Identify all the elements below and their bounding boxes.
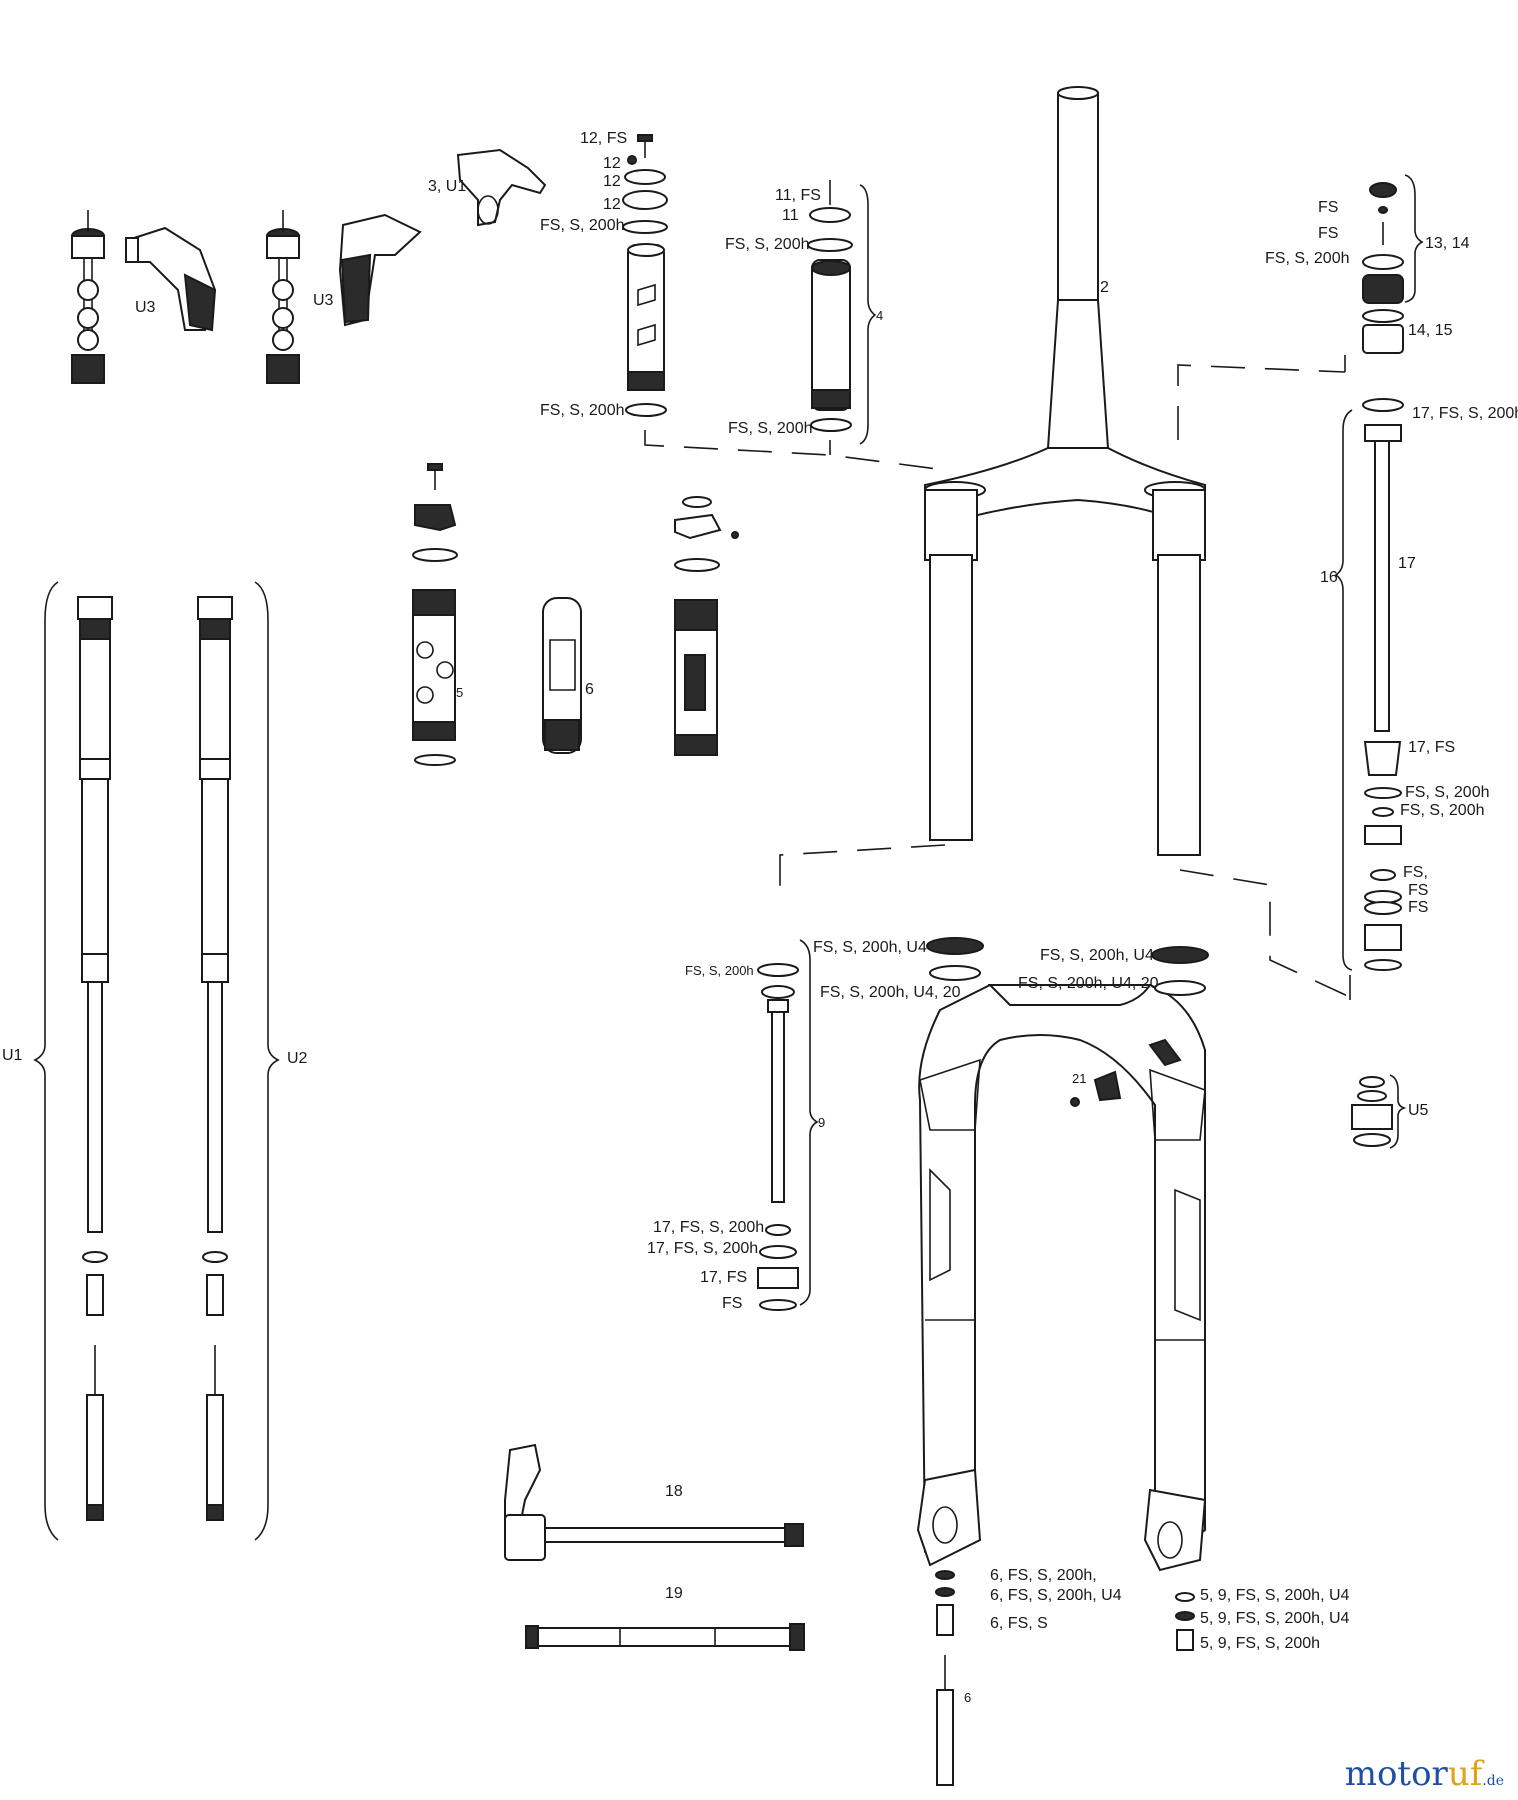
label-fs-s-200h-small: FS, S, 200h <box>685 963 754 978</box>
label-fs-s-200h-c: FS, S, 200h <box>725 236 810 253</box>
cartridge-u1 <box>77 596 113 1521</box>
label-5-9-fs-s-200h: 5, 9, FS, S, 200h <box>1200 1635 1320 1652</box>
axle-19 <box>525 1623 805 1651</box>
label-16: 16 <box>1320 569 1338 586</box>
label-17-fs-b: 17, FS <box>700 1269 747 1286</box>
label-fs-s-200h-u4-20-a: FS, S, 200h, U4, 20 <box>820 984 961 1001</box>
label-13-14: 13, 14 <box>1425 235 1470 252</box>
label-fs-s-200h-g: FS, S, 200h <box>1400 802 1485 819</box>
brand-watermark: motoruf.de <box>1345 1754 1504 1794</box>
label-6-fs-s-200h-u4: 6, FS, S, 200h, U4 <box>990 1587 1122 1604</box>
callout-labels: 12, FS 12 12 12 3, U1 FS, S, 200h FS, S,… <box>2 130 1518 1705</box>
axle-18 <box>504 1443 804 1561</box>
label-17-fs-s-200h: 17, FS, S, 200h <box>1412 405 1518 422</box>
label-fs-3: FS <box>1408 882 1428 899</box>
label-4: 4 <box>876 308 883 323</box>
braces <box>33 174 1424 1541</box>
label-6-b: 6 <box>964 1690 971 1705</box>
label-12-b: 12 <box>603 173 621 190</box>
label-19: 19 <box>665 1585 683 1602</box>
label-17-fs-s-200h-b: 17, FS, S, 200h <box>653 1219 764 1236</box>
damper-remote-u3-left <box>71 210 217 384</box>
label-6-fs-s-200h-comma: 6, FS, S, 200h, <box>990 1567 1097 1584</box>
label-21: 21 <box>1072 1071 1086 1086</box>
brand-main: motor <box>1344 1754 1448 1794</box>
label-fs-2: FS <box>1318 225 1338 242</box>
damper-stack-top-a <box>622 134 668 417</box>
label-11: 11 <box>782 207 799 224</box>
u5-assembly <box>1351 1076 1393 1147</box>
damper-7 <box>674 496 739 756</box>
label-5: 5 <box>456 685 463 700</box>
remote-lever <box>456 148 547 227</box>
label-11-fs: 11, FS <box>775 187 821 204</box>
damper-6 <box>542 597 582 754</box>
lower-legs-casting <box>916 984 1207 1572</box>
label-u5: U5 <box>1408 1102 1429 1119</box>
label-12-a: 12 <box>603 155 621 172</box>
label-3-u1: 3, U1 <box>428 178 466 195</box>
label-u2: U2 <box>287 1050 308 1067</box>
label-12-c: 12 <box>603 196 621 213</box>
damper-stack-top-b <box>807 180 853 432</box>
label-fs-s-200h-u4-b: FS, S, 200h, U4 <box>1040 947 1154 964</box>
label-17-fs-s-200h-c: 17, FS, S, 200h <box>647 1240 758 1257</box>
label-17: 17 <box>1398 555 1416 572</box>
label-u3-b: U3 <box>313 292 334 309</box>
shaft-9 <box>757 963 799 1311</box>
bottom-bolt-right <box>1175 1592 1195 1651</box>
label-fs-4: FS <box>1408 899 1428 916</box>
label-14-15: 14, 15 <box>1408 322 1453 339</box>
label-12-fs: 12, FS <box>580 130 627 147</box>
badge-21 <box>1070 1070 1122 1107</box>
label-17-fs: 17, FS <box>1408 739 1455 756</box>
label-u3-a: U3 <box>135 299 156 316</box>
assembly-guide-lines <box>644 355 1353 1000</box>
damper-5 <box>412 463 458 766</box>
label-fs-s-200h-e: FS, S, 200h <box>1265 250 1350 267</box>
damper-remote-u3-right <box>266 210 422 384</box>
label-fs-s-200h-d: FS, S, 200h <box>728 420 813 437</box>
label-5-9-fs-s-200h-u4-b: 5, 9, FS, S, 200h, U4 <box>1200 1610 1350 1627</box>
label-fs-comma: FS, <box>1403 864 1428 881</box>
label-fs-5: FS <box>722 1295 742 1312</box>
label-fs-s-200h-u4-20-b: FS, S, 200h, U4, 20 <box>1018 975 1159 992</box>
label-18: 18 <box>665 1483 683 1500</box>
label-6-fs-s: 6, FS, S <box>990 1615 1048 1632</box>
air-spring-assembly <box>1362 182 1404 971</box>
brand-tld: .de <box>1482 1773 1504 1789</box>
label-2: 2 <box>1100 279 1109 296</box>
label-u1: U1 <box>2 1047 23 1064</box>
label-fs-1: FS <box>1318 199 1338 216</box>
label-9: 9 <box>818 1115 825 1130</box>
cartridge-u2 <box>197 596 233 1521</box>
label-fs-s-200h-a: FS, S, 200h <box>540 217 625 234</box>
label-6: 6 <box>585 681 594 698</box>
label-5-9-fs-s-200h-u4-a: 5, 9, FS, S, 200h, U4 <box>1200 1587 1350 1604</box>
label-fs-s-200h-b: FS, S, 200h <box>540 402 625 419</box>
crown-steerer-assembly <box>924 86 1206 856</box>
label-fs-s-200h-f: FS, S, 200h <box>1405 784 1490 801</box>
label-fs-s-200h-u4-a: FS, S, 200h, U4 <box>813 939 927 956</box>
brand-accent: uf <box>1447 1754 1483 1794</box>
bottom-bolt-left <box>935 1570 955 1786</box>
dust-seals <box>926 937 1209 996</box>
